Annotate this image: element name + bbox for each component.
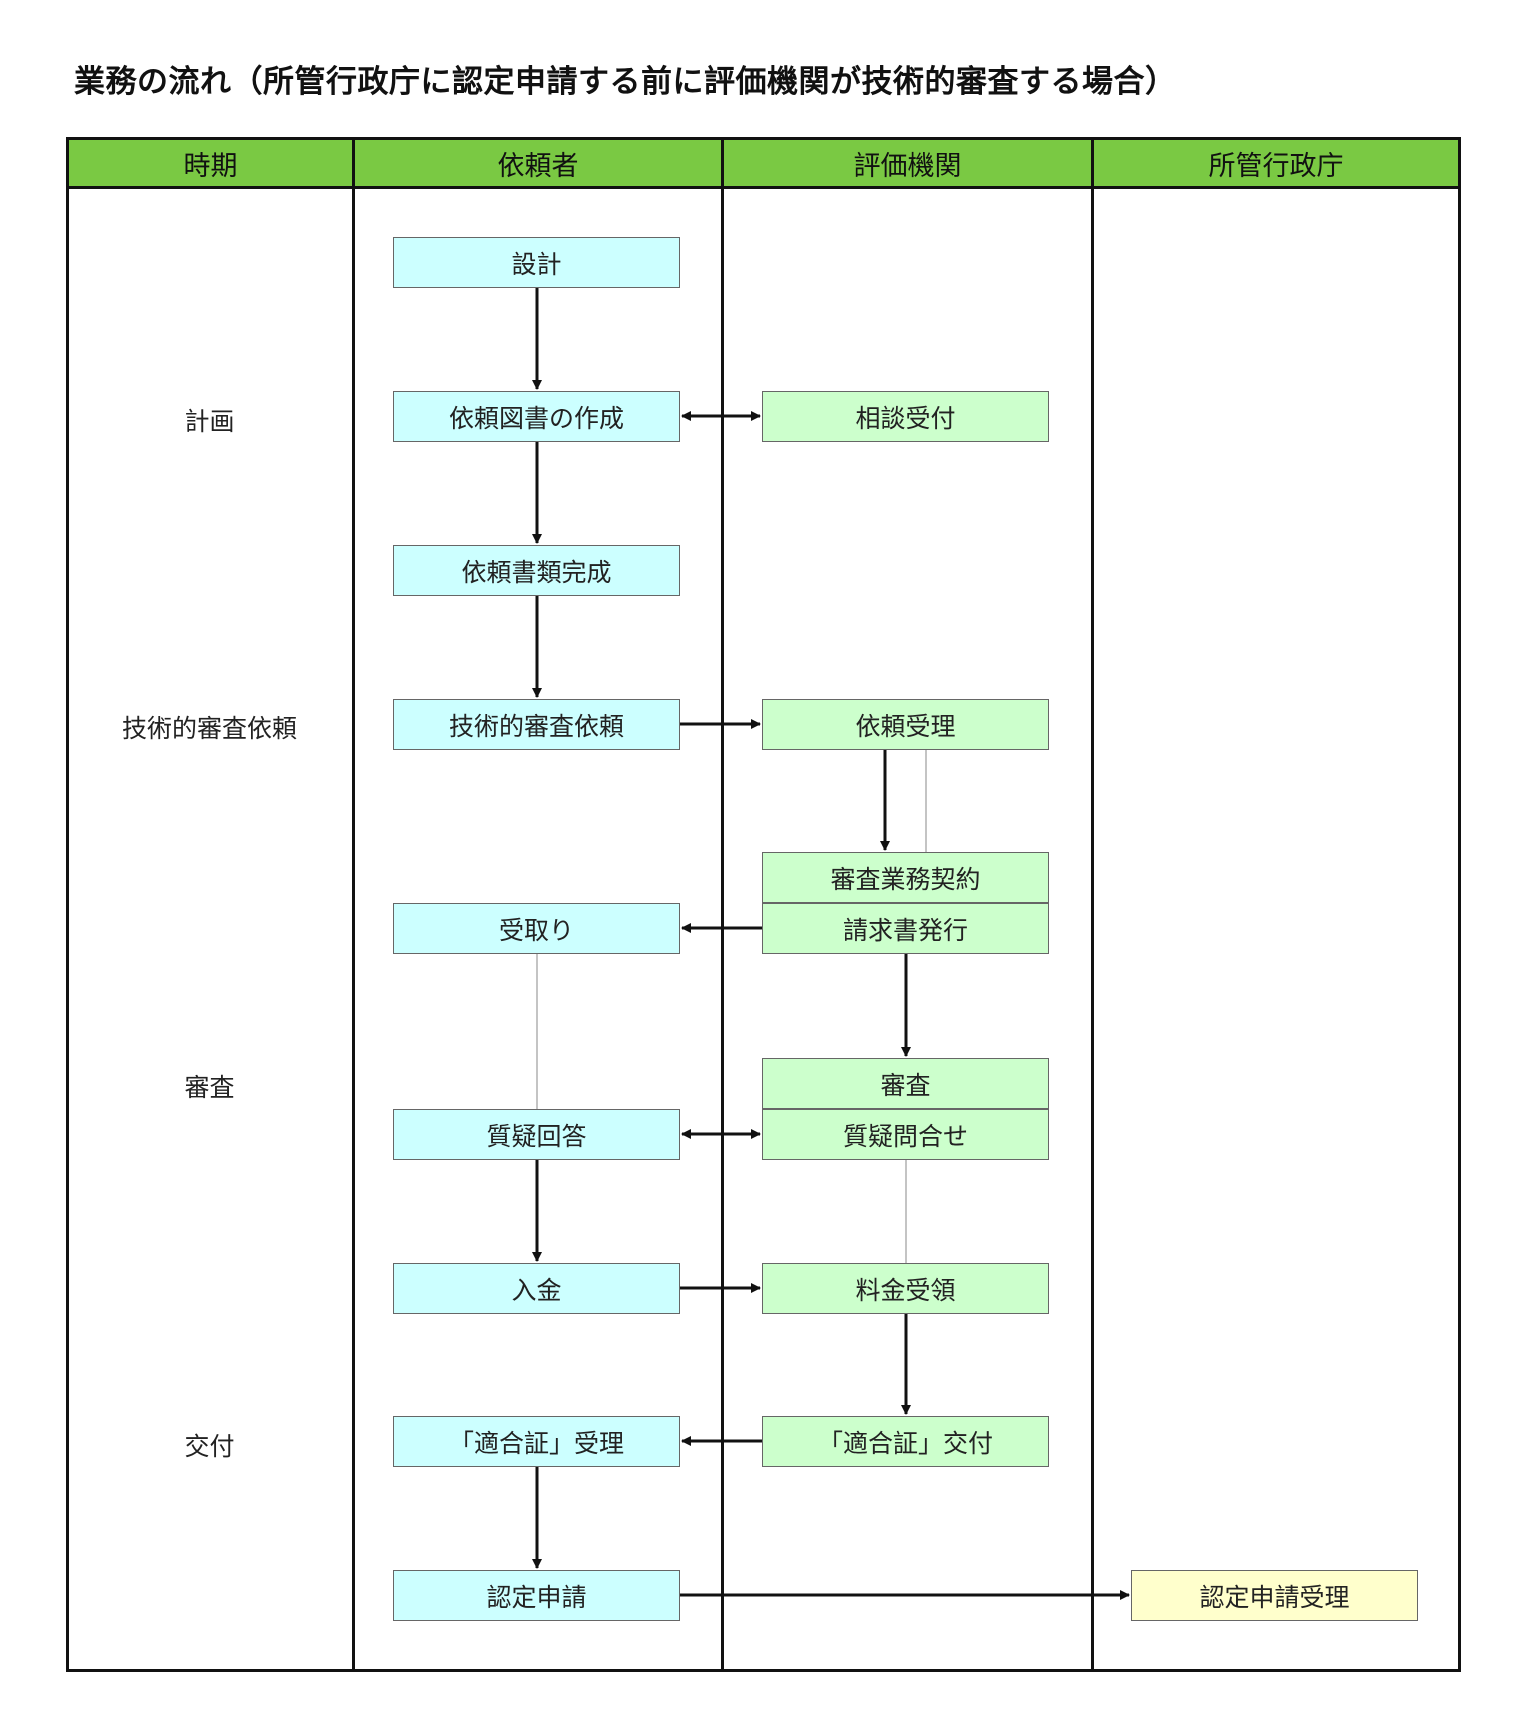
- box-cert-receive: 「適合証」受理: [393, 1416, 680, 1467]
- box-consult: 相談受付: [762, 391, 1049, 442]
- column-divider: [721, 137, 724, 1672]
- box-payment: 入金: [393, 1263, 680, 1314]
- period-review: 審査: [184, 1073, 235, 1102]
- column-divider: [352, 137, 355, 1672]
- page-title: 業務の流れ（所管行政庁に認定申請する前に評価機関が技術的審査する場合）: [74, 64, 1177, 100]
- header-authority: 所管行政庁: [1091, 137, 1461, 189]
- box-create-docs: 依頼図書の作成: [393, 391, 680, 442]
- box-tech-request: 技術的審査依頼: [393, 699, 680, 750]
- box-accept: 依頼受理: [762, 699, 1049, 750]
- box-review: 審査: [762, 1058, 1049, 1109]
- header-row: 時期 依頼者 評価機関 所管行政庁: [66, 137, 1461, 189]
- box-apply: 認定申請: [393, 1570, 680, 1621]
- box-inquiry: 質疑問合せ: [762, 1109, 1049, 1160]
- header-requester: 依頼者: [352, 137, 724, 189]
- box-receive: 受取り: [393, 903, 680, 954]
- box-cert-issue: 「適合証」交付: [762, 1416, 1049, 1467]
- box-docs-complete: 依頼書類完成: [393, 545, 680, 596]
- box-fee: 料金受領: [762, 1263, 1049, 1314]
- header-evaluator: 評価機関: [721, 137, 1094, 189]
- column-divider: [1091, 137, 1094, 1672]
- period-planning: 計画: [184, 407, 235, 436]
- box-answer: 質疑回答: [393, 1109, 680, 1160]
- box-design: 設計: [393, 237, 680, 288]
- period-issue: 交付: [184, 1432, 235, 1461]
- period-request: 技術的審査依頼: [121, 714, 297, 743]
- box-apply-accept: 認定申請受理: [1131, 1570, 1418, 1621]
- box-invoice: 請求書発行: [762, 903, 1049, 954]
- box-contract: 審査業務契約: [762, 852, 1049, 903]
- header-period: 時期: [66, 137, 355, 189]
